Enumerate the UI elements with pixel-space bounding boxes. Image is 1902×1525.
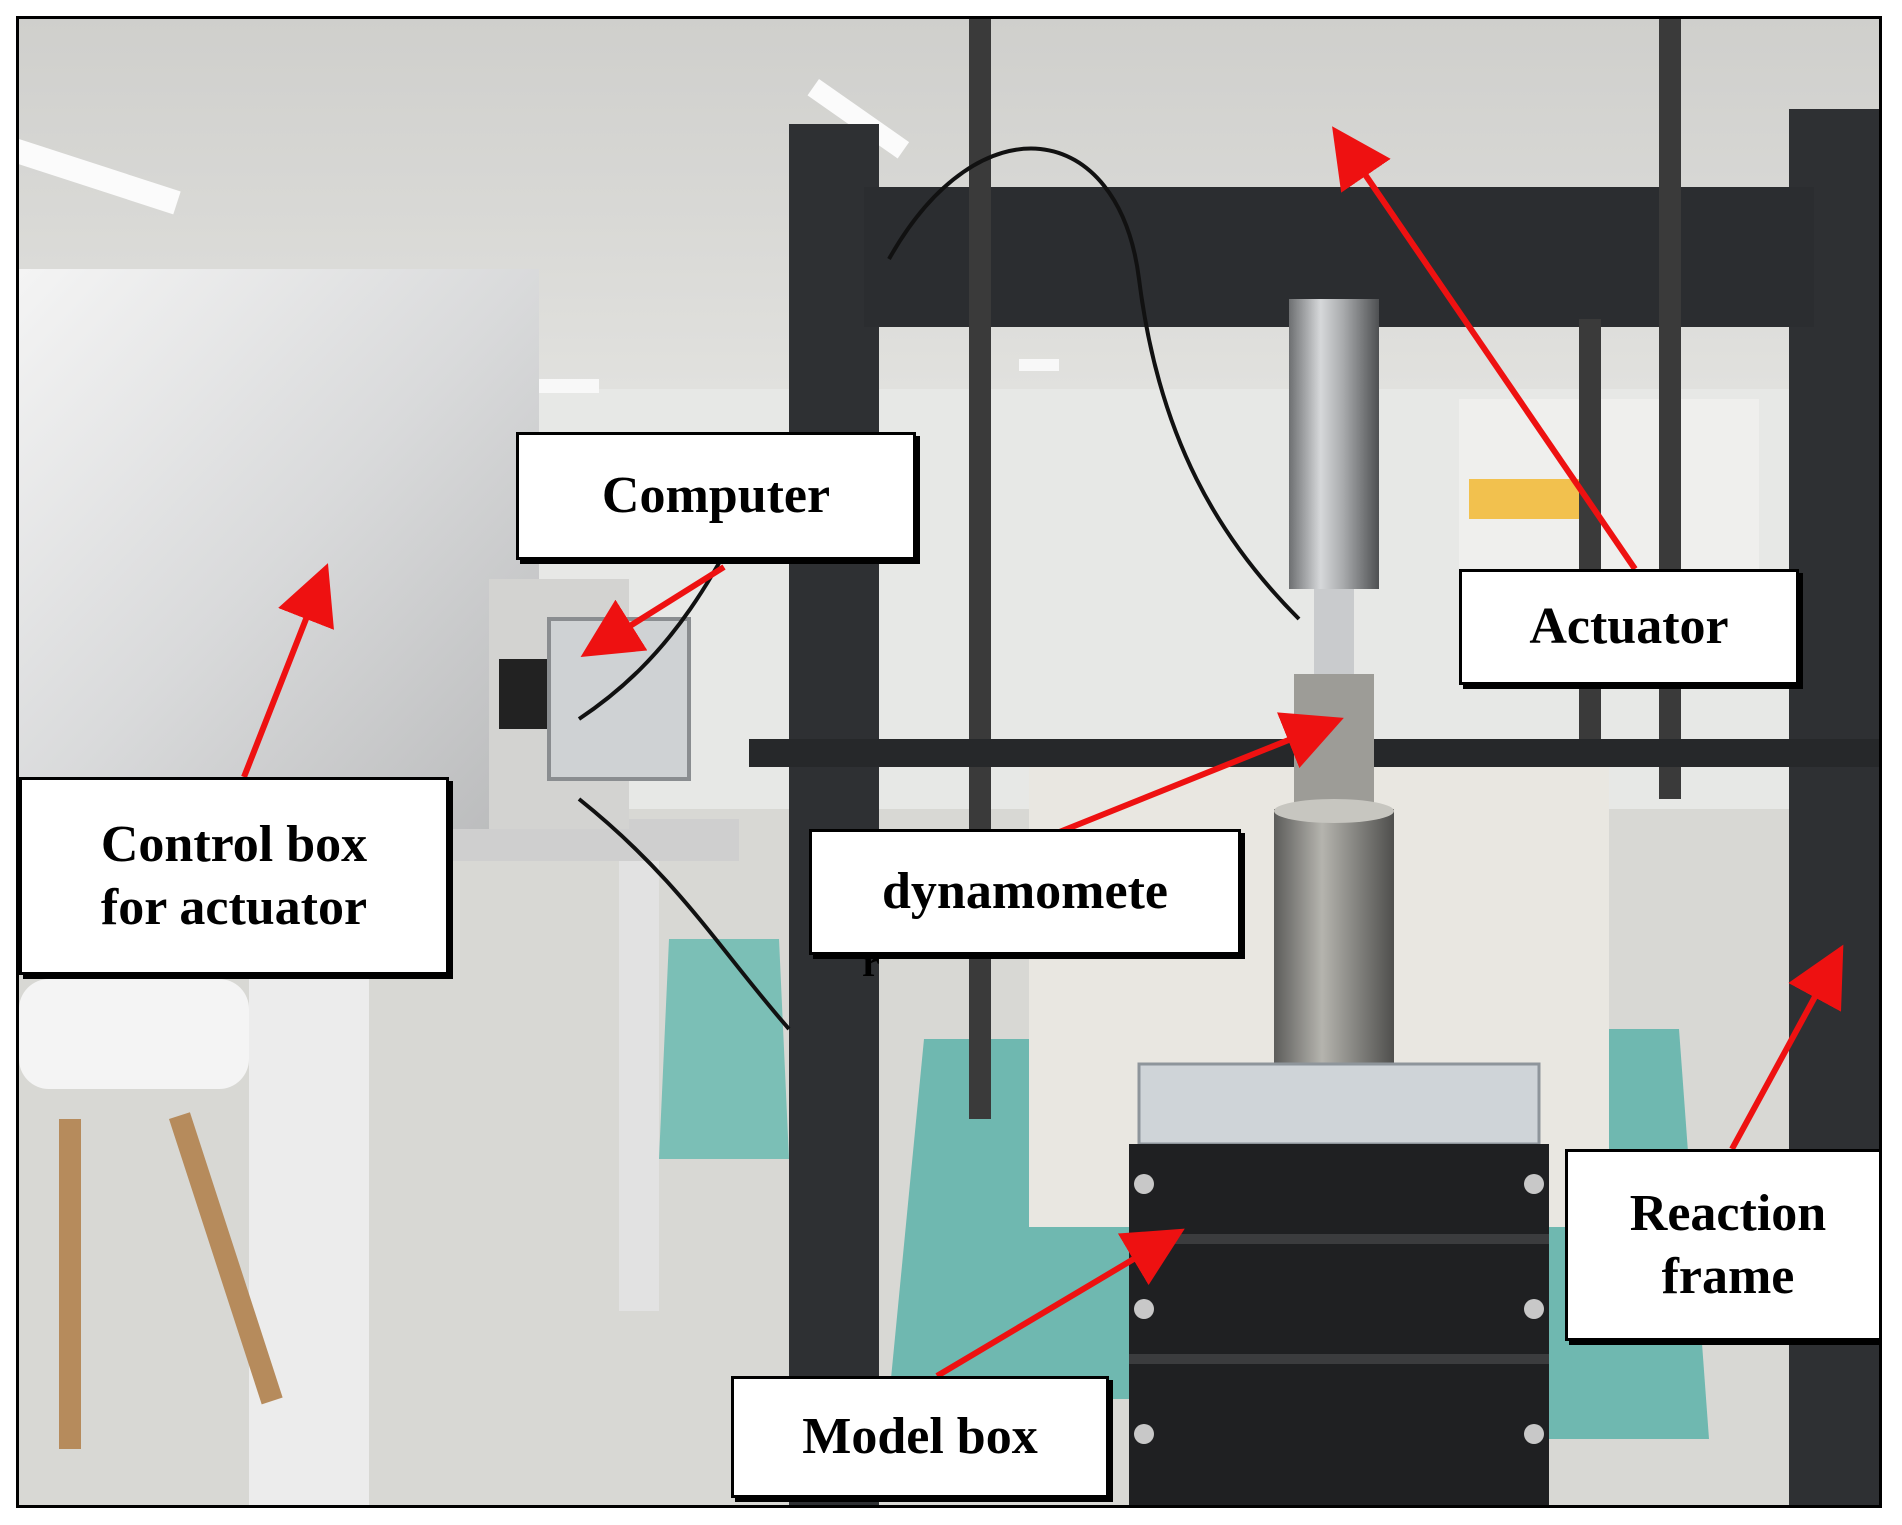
computer-label: Computer [516, 432, 916, 560]
arrow-dynamometer [1035, 712, 1344, 844]
arrow-model-box [935, 1228, 1185, 1379]
dynamometer-label-text: dynamomete [882, 863, 1168, 921]
actuator-label-text: Actuator [1529, 598, 1729, 656]
computer-label-text: Computer [601, 467, 831, 525]
arrow-actuator [1332, 126, 1638, 571]
reaction-frame-label: Reaction frame [1565, 1149, 1879, 1341]
arrow-reaction-frame [1729, 944, 1844, 1151]
reaction-frame-label-line1: Reaction [1629, 1184, 1827, 1242]
control-box-label-line2: for actuator [100, 879, 368, 936]
actuator-label: Actuator [1459, 569, 1799, 685]
control-box-label-line1: Control box [100, 815, 368, 873]
model-box-label-text: Model box [802, 1408, 1038, 1466]
arrow-computer [580, 564, 726, 657]
model-box-label: Model box [731, 1376, 1109, 1498]
lab-photo-figure: Computer Actuator Control box for actuat… [16, 16, 1882, 1508]
dynamometer-label: dynamomete [809, 829, 1241, 955]
reaction-frame-label-line2: frame [1661, 1248, 1795, 1305]
dynamometer-label-overflow: r [862, 940, 880, 985]
control-box-label: Control box for actuator [19, 777, 449, 975]
arrow-control-box [241, 563, 334, 779]
